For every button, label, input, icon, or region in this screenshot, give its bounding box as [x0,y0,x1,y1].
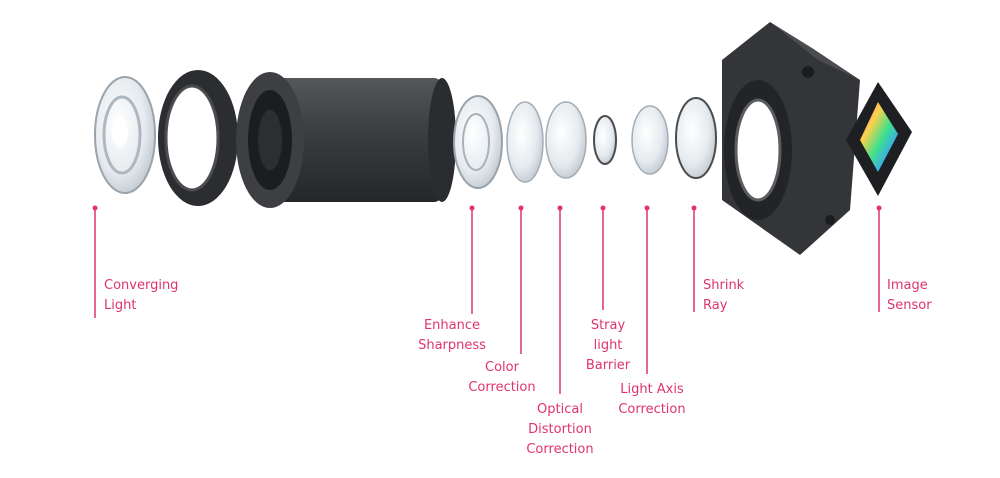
label-image-sensor: Image Sensor [887,276,932,316]
label-line: Sensor [887,298,932,313]
label-color-correction: Color Correction [462,358,542,398]
lens-barrel [236,72,456,208]
label-line: Shrink [703,278,745,293]
label-line: Image [887,278,928,293]
label-line: Converging [104,278,179,293]
label-line: Stray [590,318,626,333]
stray-light-barrier [593,115,617,165]
label-line: Barrier [585,358,631,373]
label-line: Distortion [528,422,592,437]
label-line: Optical [537,402,583,417]
lens-element-shrink [675,97,717,179]
retaining-ring [158,70,238,206]
label-line: Light [104,298,137,313]
label-light-axis-correction: Light Axis Correction [612,380,692,420]
lens-element-color [506,101,544,183]
lens-element-distortion [545,101,587,179]
label-line: Color [485,360,519,375]
label-line: Ray [703,298,728,313]
label-line: Correction [468,380,536,395]
lens-element-sharpness [453,95,503,189]
label-optical-distortion-correction: Optical Distortion Correction [520,400,600,460]
label-stray-light-barrier: Stray light Barrier [578,316,638,376]
label-line: Sharpness [418,338,486,353]
lens-mount [722,22,860,255]
label-line: Correction [618,402,686,417]
label-line: Light Axis [620,382,684,397]
lens-element-axis [631,105,669,175]
label-shrink-ray: Shrink Ray [703,276,744,316]
label-line: Correction [526,442,594,457]
label-line: Enhance [423,318,481,333]
leader-lines [92,205,882,394]
label-converging-light: Converging Light [104,276,178,316]
image-sensor-chip [846,82,912,196]
label-line: light [593,338,623,353]
label-enhance-sharpness: Enhance Sharpness [412,316,492,356]
front-lens-element [94,76,156,194]
